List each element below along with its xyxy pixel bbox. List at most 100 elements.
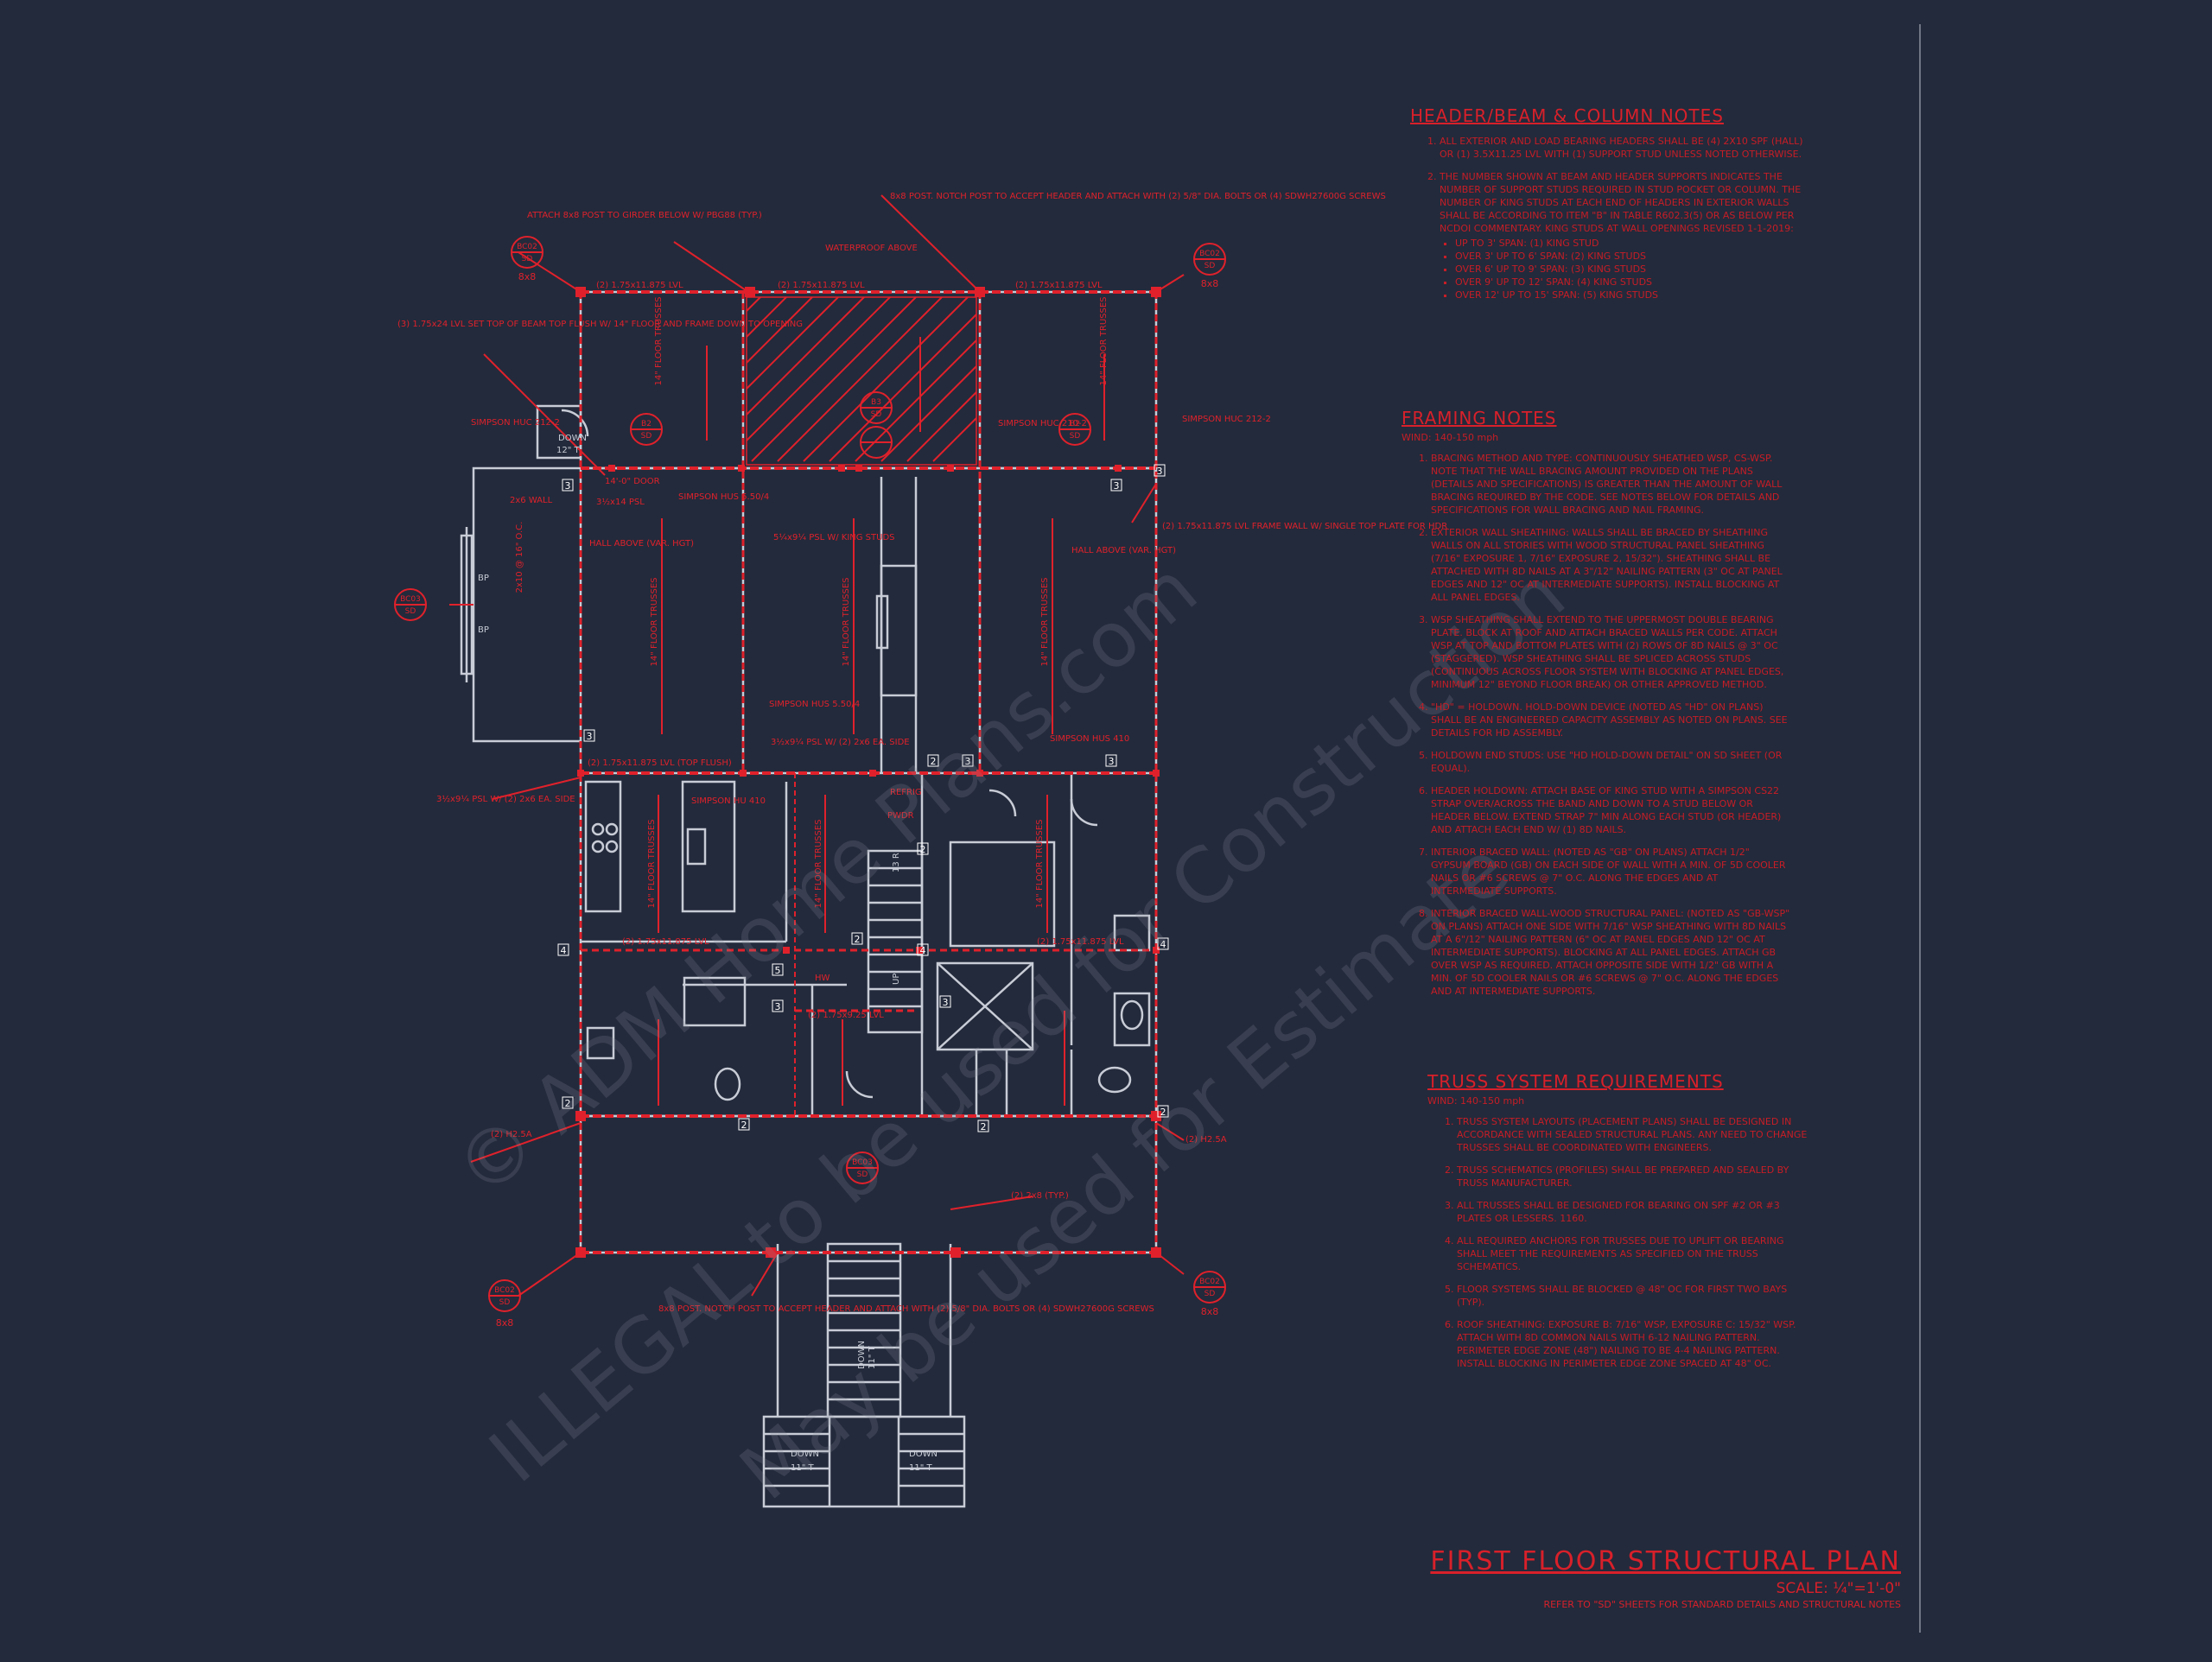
stair-up: 13 R bbox=[892, 853, 901, 872]
callout-rise: 12" T bbox=[556, 446, 581, 455]
detail-bubbles bbox=[394, 236, 1226, 1312]
detail-num: B3 bbox=[871, 398, 881, 407]
callout-simpson: SIMPSON HUS 5.50/4 bbox=[769, 700, 860, 709]
truss-notes: TRUSS SYSTEM REQUIREMENTS WIND: 140-150 … bbox=[1427, 1071, 1816, 1380]
callout-lvl: (2) 1.75x11.875 LVL bbox=[1015, 281, 1103, 290]
note-subitem: OVER 6' UP TO 9' SPAN: (3) KING STUDS bbox=[1455, 263, 1808, 276]
label-bp: BP bbox=[478, 574, 489, 583]
stair-rise: 11" T bbox=[868, 1345, 877, 1369]
callout-joist: 2x10 @ 16" O.C. bbox=[515, 522, 524, 593]
callout-floor: 14" FLOOR TRUSSES bbox=[1040, 577, 1050, 666]
detail-sheet: SD bbox=[641, 432, 652, 441]
callout-psl: 3½x9¼ PSL W/ (2) 2x6 EA. SIDE bbox=[436, 794, 575, 804]
svg-text:2: 2 bbox=[565, 1098, 571, 1109]
svg-text:3: 3 bbox=[943, 997, 949, 1008]
svg-text:3: 3 bbox=[587, 731, 593, 742]
svg-text:2: 2 bbox=[855, 934, 861, 945]
svg-text:2: 2 bbox=[920, 844, 926, 855]
note-subitem: OVER 3' UP TO 6' SPAN: (2) KING STUDS bbox=[1455, 250, 1808, 263]
callout-simpson: SIMPSON HUS 5.50/4 bbox=[678, 492, 769, 502]
svg-text:2: 2 bbox=[931, 756, 937, 767]
callout-post: 8x8 POST. NOTCH POST TO ACCEPT HEADER AN… bbox=[658, 1304, 1154, 1314]
callout-simpson: SIMPSON HUC 210-2 bbox=[998, 419, 1087, 428]
detail-num: B2 bbox=[641, 420, 652, 428]
stair-down: DOWN bbox=[857, 1341, 867, 1369]
note-item: TRUSS SYSTEM LAYOUTS (PLACEMENT PLANS) S… bbox=[1457, 1115, 1816, 1154]
note-subitem: OVER 12' UP TO 15' SPAN: (5) KING STUDS bbox=[1455, 289, 1808, 301]
landing-rise: 11" T bbox=[791, 1463, 815, 1473]
plan-reference: REFER TO "SD" SHEETS FOR STANDARD DETAIL… bbox=[1543, 1599, 1901, 1610]
plan-title: FIRST FLOOR STRUCTURAL PLAN bbox=[1430, 1546, 1901, 1576]
callout-simpson: SIMPSON HUC 212-2 bbox=[471, 418, 560, 428]
framing-notes: FRAMING NOTES WIND: 140-150 mph BRACING … bbox=[1402, 408, 1790, 1007]
label-pwdr: PWDR bbox=[887, 811, 914, 821]
note-subitem: UP TO 3' SPAN: (1) KING STUD bbox=[1455, 237, 1808, 250]
watermark-line: © ADM Home Plans.com bbox=[438, 544, 1213, 1215]
callout-lvl: (2) 1.75x11.875 LVL (TOP FLUSH) bbox=[588, 758, 732, 768]
callout-floor: 14" FLOOR TRUSSES bbox=[650, 577, 659, 666]
detail-size: 8x8 bbox=[1201, 1306, 1219, 1317]
detail-size: 8x8 bbox=[1201, 278, 1219, 289]
callout-post: 8x8 POST. NOTCH POST TO ACCEPT HEADER AN… bbox=[890, 192, 1386, 201]
callout-down: DOWN bbox=[558, 434, 587, 443]
detail-sheet: SD bbox=[1205, 1290, 1216, 1298]
svg-text:3: 3 bbox=[775, 1001, 781, 1012]
framing-notes-subtitle: WIND: 140-150 mph bbox=[1402, 432, 1499, 443]
plan-scale: SCALE: ¼"=1'-0" bbox=[1776, 1580, 1901, 1597]
svg-text:4: 4 bbox=[920, 945, 926, 956]
callout-lvl: (2) 1.75x11.875 LVL bbox=[596, 281, 683, 290]
callout-lvl: (2) 1.75x11.875 LVL bbox=[1037, 937, 1124, 947]
callout-frame-wall: (2) 1.75x11.875 LVL FRAME WALL W/ SINGLE… bbox=[1162, 522, 1447, 531]
landing-rise: 11" T bbox=[909, 1463, 933, 1473]
detail-labels: BC02 SD 8x8 BC02 SD 8x8 BC02 SD 8x8 BC02… bbox=[400, 243, 1220, 1329]
detail-sheet: SD bbox=[1205, 262, 1216, 270]
note-item: "HD" = HOLDOWN. HOLD-DOWN DEVICE (NOTED … bbox=[1431, 701, 1790, 739]
detail-num: BC02 bbox=[1199, 250, 1220, 258]
detail-sheet: SD bbox=[405, 607, 416, 616]
svg-text:4: 4 bbox=[561, 945, 567, 956]
svg-text:2: 2 bbox=[1160, 1107, 1166, 1118]
svg-text:5: 5 bbox=[775, 965, 781, 976]
header-notes: HEADER/BEAM & COLUMN NOTES ALL EXTERIOR … bbox=[1410, 105, 1808, 311]
landing-down: DOWN bbox=[791, 1449, 819, 1459]
callout-beam: (3) 1.75x24 LVL SET TOP OF BEAM TOP FLUS… bbox=[397, 320, 803, 329]
note-item: HOLDOWN END STUDS: USE "HD HOLD-DOWN DET… bbox=[1431, 749, 1790, 775]
note-item: ALL TRUSSES SHALL BE DESIGNED FOR BEARIN… bbox=[1457, 1199, 1816, 1225]
stair-up: UP bbox=[892, 974, 901, 985]
callout-lvl: (2) 1.75x11.875 LVL bbox=[778, 281, 865, 290]
callout-floor: 14" FLOOR TRUSSES bbox=[842, 577, 851, 666]
note-item-text: THE NUMBER SHOWN AT BEAM AND HEADER SUPP… bbox=[1440, 171, 1802, 234]
note-item: ALL EXTERIOR AND LOAD BEARING HEADERS SH… bbox=[1440, 135, 1808, 161]
callout-simpson: SIMPSON HUS 410 bbox=[1050, 734, 1129, 744]
callout-h25: (2) H2.5A bbox=[491, 1130, 532, 1139]
detail-num: BC03 bbox=[852, 1158, 873, 1167]
detail-sheet: SD bbox=[1070, 432, 1081, 441]
callout-lvl: (2) 1.75x11.875 LVL bbox=[622, 937, 709, 947]
callout-simpson: SIMPSON HUC 212-2 bbox=[1182, 415, 1271, 424]
truss-notes-title: TRUSS SYSTEM REQUIREMENTS bbox=[1427, 1071, 1724, 1092]
label-refrig: REFRIG bbox=[890, 788, 922, 797]
posts bbox=[575, 287, 1161, 1258]
detail-num: BC02 bbox=[494, 1286, 515, 1295]
callout-floor: 14" FLOOR TRUSSES bbox=[647, 819, 657, 908]
plan-title-block: FIRST FLOOR STRUCTURAL PLAN SCALE: ¼"=1'… bbox=[1430, 1546, 1901, 1610]
note-item: WSP SHEATHING SHALL EXTEND TO THE UPPERM… bbox=[1431, 613, 1790, 691]
callout-joist: (2) 2x8 (TYP.) bbox=[1011, 1191, 1069, 1201]
note-item: BRACING METHOD AND TYPE: CONTINUOUSLY SH… bbox=[1431, 452, 1790, 517]
svg-text:3: 3 bbox=[1109, 756, 1115, 767]
stud-count-tags: 3 3 3 3 2 3 3 2 2 4 4 4 5 3 3 2 2 2 2 bbox=[557, 464, 1169, 1132]
header-notes-title: HEADER/BEAM & COLUMN NOTES bbox=[1410, 105, 1724, 126]
note-item: EXTERIOR WALL SHEATHING: WALLS SHALL BE … bbox=[1431, 526, 1790, 604]
note-subitem: OVER 9' UP TO 12' SPAN: (4) KING STUDS bbox=[1455, 276, 1808, 289]
note-item: ALL REQUIRED ANCHORS FOR TRUSSES DUE TO … bbox=[1457, 1234, 1816, 1273]
detail-size: 8x8 bbox=[518, 271, 537, 282]
svg-text:3: 3 bbox=[1157, 466, 1163, 477]
note-item: FLOOR SYSTEMS SHALL BE BLOCKED @ 48" OC … bbox=[1457, 1283, 1816, 1309]
detail-sheet: SD bbox=[857, 1170, 868, 1179]
truss-notes-subtitle: WIND: 140-150 mph bbox=[1427, 1095, 1525, 1107]
callout-floor: 14" FLOOR TRUSSES bbox=[1035, 819, 1045, 908]
callout-door: 14'-0" DOOR bbox=[605, 477, 660, 486]
framing-notes-title: FRAMING NOTES bbox=[1402, 408, 1557, 428]
